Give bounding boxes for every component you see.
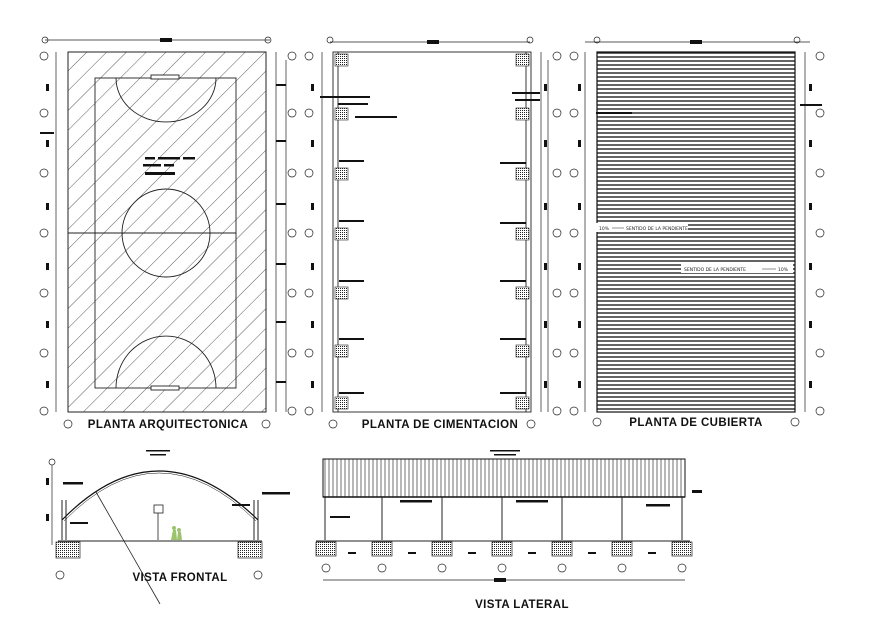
dimension-line-top [585, 36, 810, 44]
level-markers [48, 458, 263, 580]
axis-markers-right-ticks [276, 84, 286, 383]
planta-cimentacion: PLANTA DE CIMENTACION [304, 36, 562, 431]
lateral-dimension-ticks [348, 552, 656, 582]
slope-left-percent: 10% [599, 226, 610, 232]
lateral-axis-markers [321, 563, 687, 581]
slope-right-text: SENTIDO DE LA PENDIENTE [684, 267, 746, 273]
slope-note-left: 10% SENTIDO DE LA PENDIENTE [596, 223, 688, 232]
axis-ticks [578, 84, 822, 388]
axis-markers [304, 51, 562, 429]
court-center-labels [143, 157, 195, 175]
planta-cubierta: 10% SENTIDO DE LA PENDIENTE SENTIDO DE L… [569, 36, 825, 429]
lateral-columns [324, 497, 683, 540]
lateral-footings [315, 541, 693, 557]
axis-ticks [311, 84, 547, 388]
title-planta-arquitectonica: PLANTA ARQUITECTONICA [88, 419, 248, 431]
foundation-outline [332, 51, 532, 413]
footings [55, 541, 263, 559]
vista-lateral: VISTA LATERAL [315, 450, 702, 611]
section-cut-line [95, 491, 161, 605]
dimension-line-top [326, 36, 534, 44]
arch-note [146, 450, 170, 456]
court-lines [68, 74, 237, 391]
vista-frontal: VISTA FRONTAL [46, 450, 290, 605]
axis-markers [569, 51, 825, 427]
title-planta-cubierta: PLANTA DE CUBIERTA [629, 417, 762, 429]
footings-right [515, 53, 530, 410]
slope-note-right: SENTIDO DE LA PENDIENTE 10% [681, 264, 793, 273]
footings-left [334, 53, 349, 410]
people-figures [171, 526, 182, 540]
title-planta-cimentacion: PLANTA DE CIMENTACION [362, 419, 518, 431]
grid-circles-bottom [63, 419, 271, 429]
axis-markers-right [275, 51, 297, 416]
columns [61, 500, 259, 540]
basketball-hoop [153, 504, 164, 540]
axis-markers-left-ticks [40, 84, 54, 388]
lateral-callouts [330, 490, 702, 518]
dimension-line-top [41, 36, 272, 44]
title-vista-frontal: VISTA FRONTAL [132, 572, 227, 584]
roof-note [490, 450, 520, 456]
slope-left-text: SENTIDO DE LA PENDIENTE [626, 226, 688, 232]
planta-arquitectonica: PLANTA ARQUITECTONICA [39, 36, 297, 431]
court-slab [67, 51, 267, 413]
footing-callouts [320, 92, 540, 394]
title-vista-lateral: VISTA LATERAL [475, 599, 569, 611]
axis-markers-left [39, 51, 57, 416]
arch-roof [61, 470, 259, 522]
roof-elevation [322, 458, 686, 498]
slope-right-percent: 10% [778, 267, 789, 273]
